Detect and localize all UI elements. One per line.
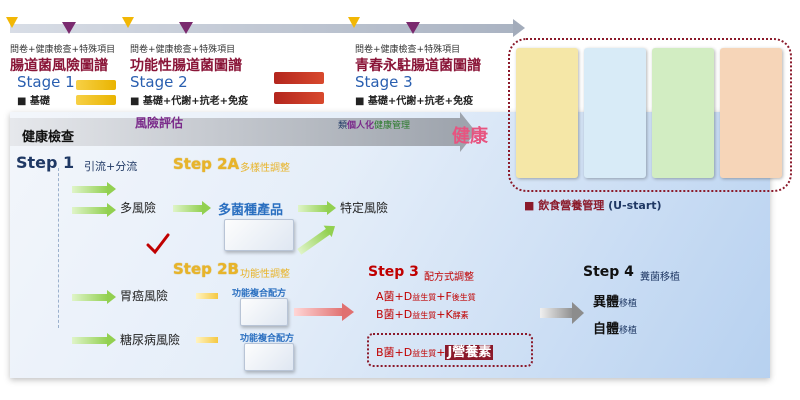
formula-3: B菌+D益生質+J營養素 (376, 345, 494, 360)
multi-strain-product-box (224, 219, 294, 251)
risk-specific: 特定風險 (340, 201, 389, 215)
step4-sub: 糞菌移植 (640, 272, 680, 283)
step1-title: Step 1 (16, 153, 75, 172)
health-check-label: 健康檢查 (22, 130, 75, 145)
nutrition-card-2 (584, 48, 646, 178)
arrow-6 (72, 333, 116, 347)
step2b-title: Step 2B (173, 260, 239, 278)
step4-title: Step 4 (583, 264, 634, 280)
step2a-title: Step 2A (173, 155, 240, 173)
step4-item-allogeneic: 異體移植 (593, 295, 638, 310)
arrow-2 (72, 203, 116, 217)
arrow-4 (298, 201, 336, 215)
timeline-marker-purple-2 (179, 22, 193, 34)
stage2-label: 問卷+健康檢查+特殊項目 (130, 45, 236, 55)
step4-item-autologous: 自體移植 (593, 322, 638, 337)
checkmark-icon (146, 233, 170, 255)
step3-sub: 配方式調整 (424, 272, 474, 283)
timeline-bar (10, 19, 525, 37)
step1-sub: 引流+分流 (84, 160, 138, 173)
product-compound-1: 功能複合配方 (232, 289, 287, 299)
risk-gastric: 胃癌風險 (120, 289, 169, 303)
arrow-5 (72, 290, 116, 304)
stage2-bullet: ■ 基礎+代謝+抗老+免疫 (130, 96, 249, 107)
risk-multi: 多風險 (120, 201, 157, 215)
gastric-arrow (196, 293, 218, 299)
stage2-title: 功能性腸道菌圖譜 (130, 58, 242, 74)
stage3-stage: Stage 3 (355, 73, 413, 91)
formula-2: B菌+D益生質+K酵素 (376, 308, 469, 321)
gray-arrow (540, 308, 574, 318)
product-multi-strain: 多菌種產品 (218, 203, 284, 218)
timeline-marker-purple-3 (406, 22, 420, 34)
stage1-product-image (76, 80, 116, 90)
stage1-stage: Stage 1 (17, 73, 75, 91)
stage2-product-image (274, 72, 324, 84)
nutrition-cards-frame (508, 38, 792, 192)
step2b-sub: 功能性調整 (240, 269, 290, 280)
timeline-marker-yellow-2 (122, 17, 134, 28)
timeline-marker-yellow-1 (6, 17, 18, 28)
formula-1: A菌+D益生質+F後生質 (376, 290, 476, 303)
nutrition-card-1 (516, 48, 578, 178)
stage3-label: 問卷+健康檢查+特殊項目 (355, 45, 461, 55)
step2a-sub: 多樣性調整 (240, 163, 290, 174)
risk-diabetes: 糖尿病風險 (120, 333, 181, 347)
stage3-title: 青春永駐腸道菌圖譜 (355, 58, 481, 74)
health-flow-arrow (10, 112, 476, 152)
step1-connector (58, 168, 67, 328)
compound-product-box-2 (244, 343, 294, 371)
formula-3-frame (367, 333, 533, 367)
stage2-product-image-2 (274, 92, 324, 104)
arrow-1 (72, 182, 116, 196)
timeline-marker-yellow-3 (348, 17, 360, 28)
nutrition-label: ■ 飲食營養管理 (U-start) (524, 199, 662, 212)
nutrition-card-3 (652, 48, 714, 178)
diabetes-arrow (196, 337, 218, 343)
personal-mgmt-label: 類個人化健康管理 (338, 121, 411, 131)
red-arrow-head (342, 303, 354, 321)
timeline-marker-purple-1 (62, 22, 76, 34)
stage1-title: 腸道菌風險圖譜 (10, 58, 108, 74)
compound-product-box-1 (240, 298, 288, 326)
risk-eval-label: 風險評估 (135, 116, 184, 130)
stage1-bullet: ■ 基礎 (17, 96, 50, 107)
nutrition-card-4 (720, 48, 782, 178)
step3-title: Step 3 (368, 264, 419, 280)
stage3-bullet: ■ 基礎+代謝+抗老+免疫 (355, 96, 474, 107)
health-label: 健康 (452, 126, 488, 147)
red-arrow (294, 308, 344, 316)
stage1-label: 問卷+健康檢查+特殊項目 (10, 45, 116, 55)
stage2-stage: Stage 2 (130, 73, 188, 91)
gray-arrow-head (572, 302, 584, 324)
arrow-3 (173, 201, 211, 215)
stage1-product-image-2 (76, 95, 116, 105)
product-compound-2: 功能複合配方 (240, 334, 295, 344)
